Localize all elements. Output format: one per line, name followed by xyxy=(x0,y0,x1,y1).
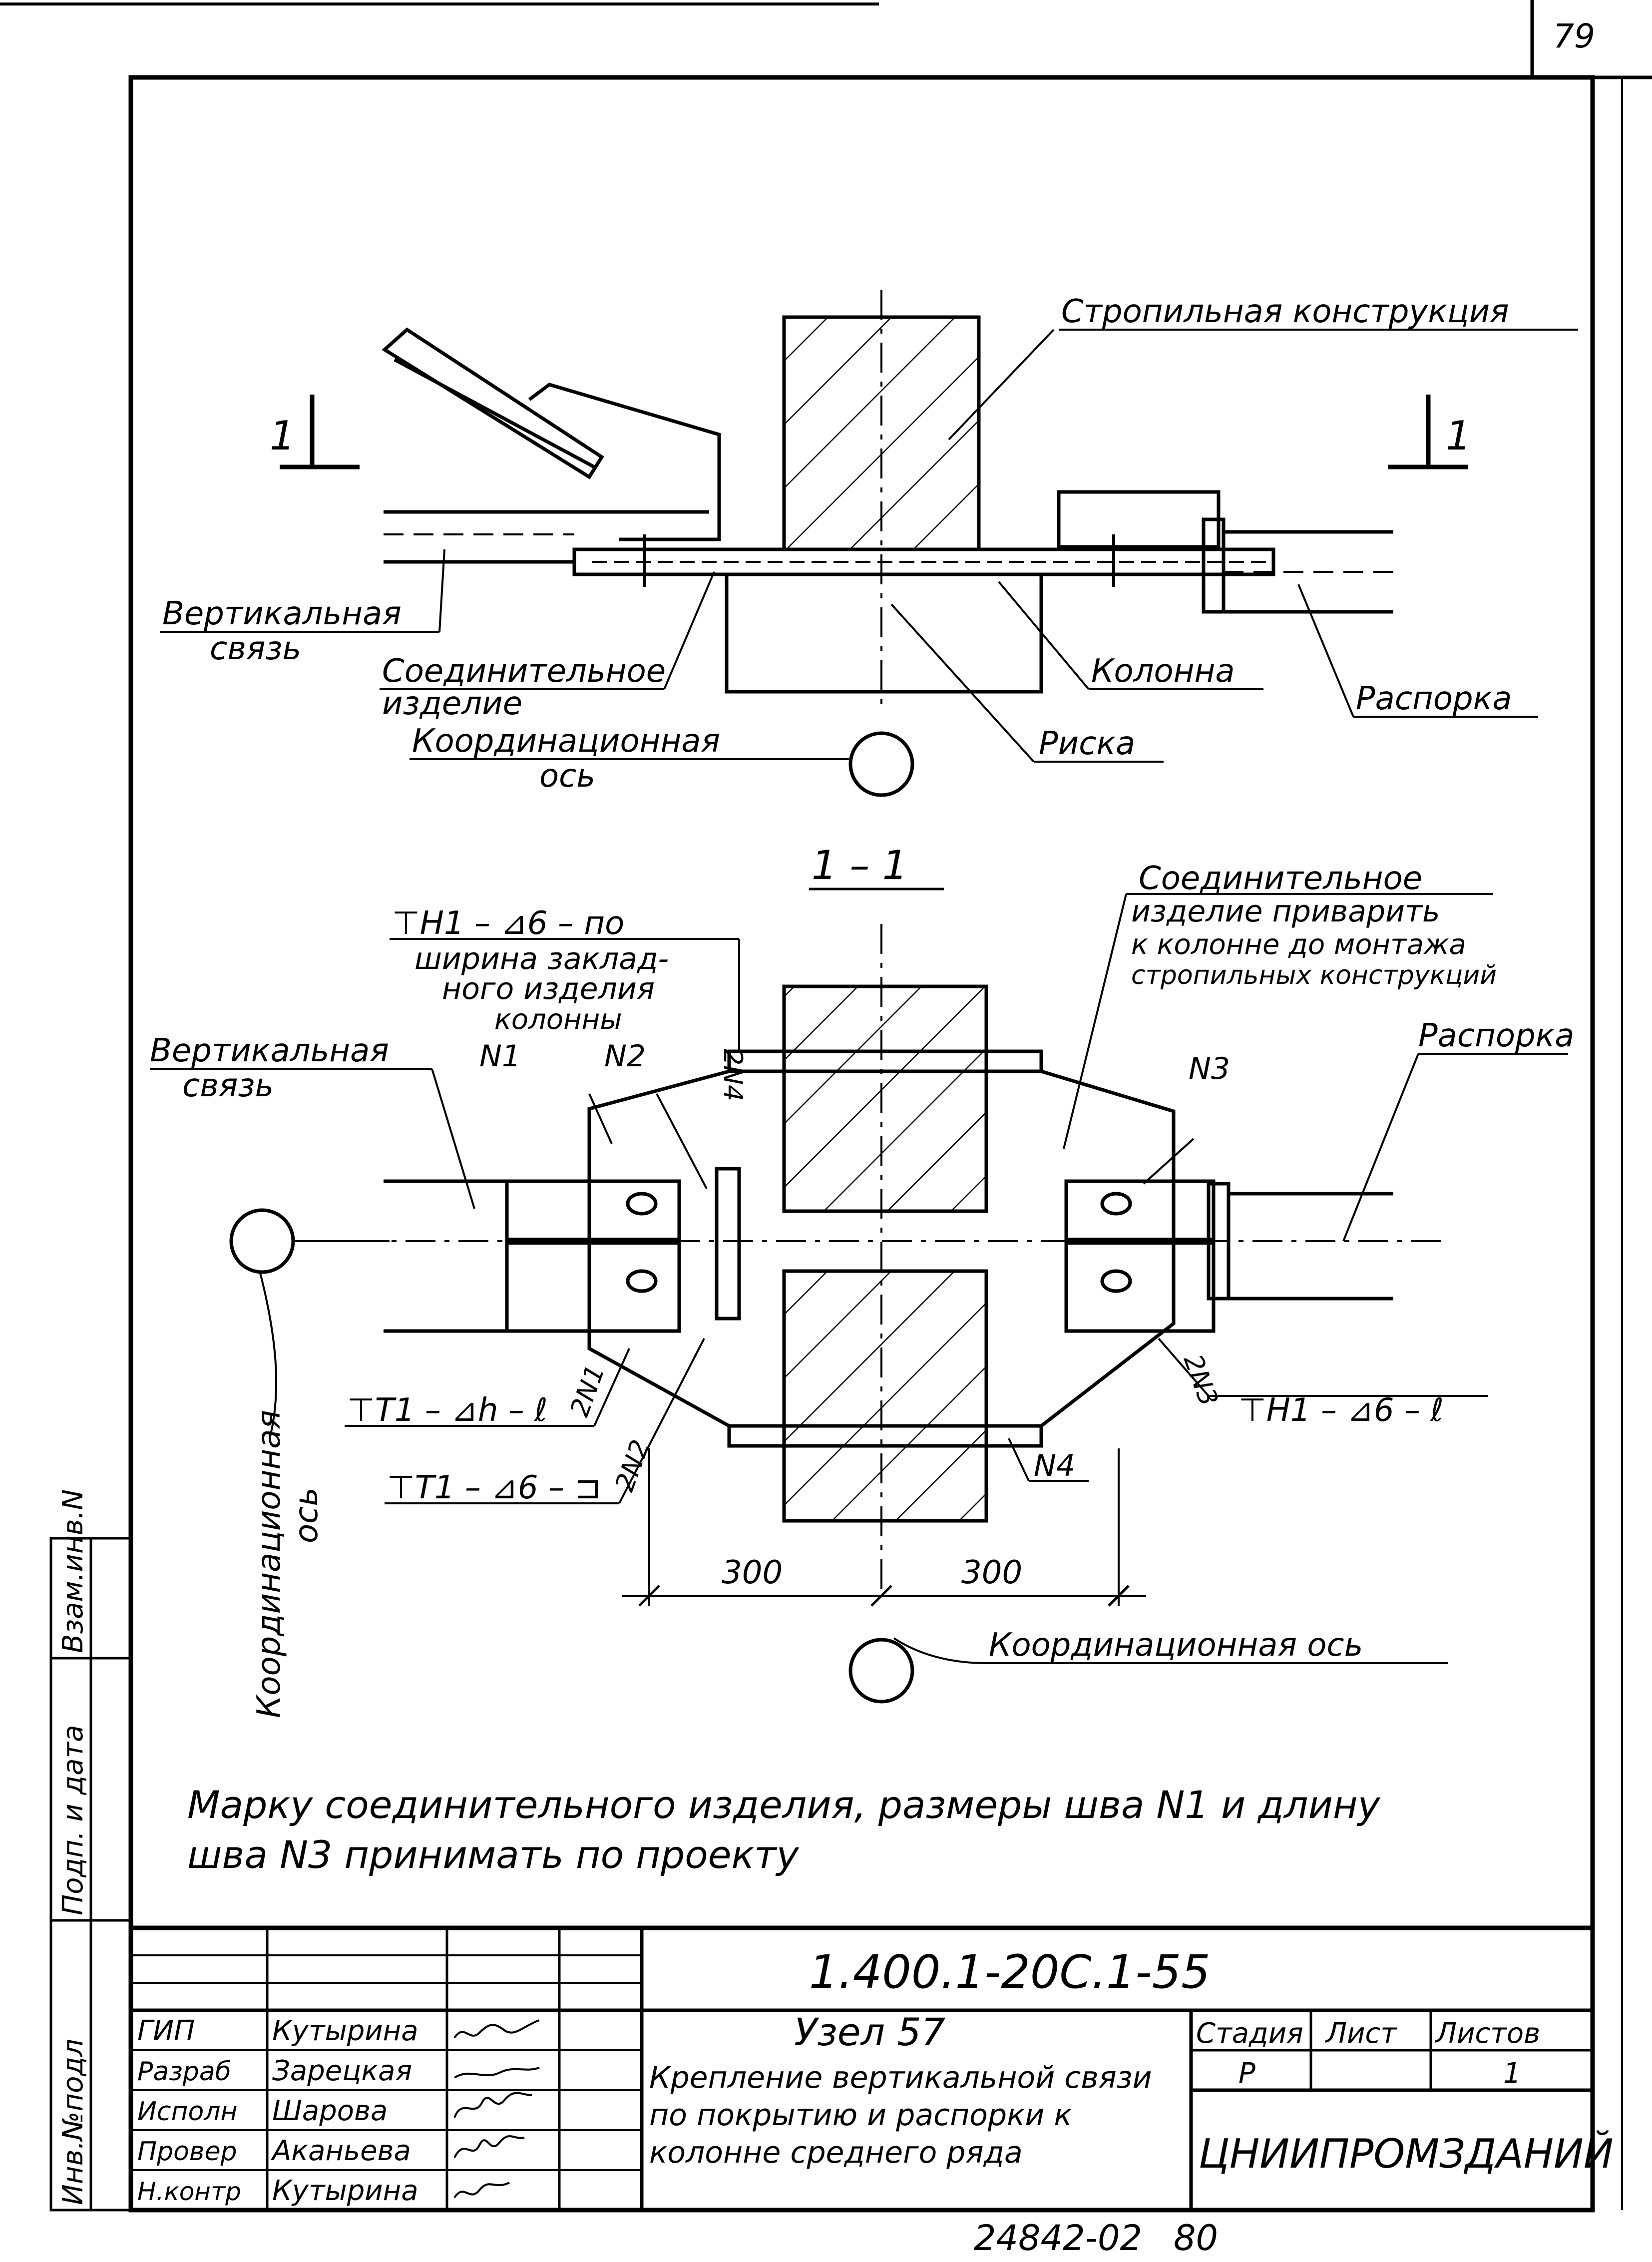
weld-left-1: ⊤Т1 – ⊿h – ℓ xyxy=(347,1392,548,1429)
weld-top-2: ширина заклад- xyxy=(414,941,669,976)
archive-page: 80 xyxy=(1174,2218,1218,2259)
section-mark-right: 1 xyxy=(1446,413,1471,459)
note-connector-3: к колонне до монтажа xyxy=(1131,928,1466,961)
weld-n1: N1 xyxy=(479,1039,521,1074)
name-2: Зарецкая xyxy=(272,2055,412,2087)
label-strut-top: Распорка xyxy=(1356,680,1512,717)
weld-top-4: колонны xyxy=(494,1003,622,1036)
name-4: Аканьева xyxy=(271,2135,411,2167)
title-block xyxy=(131,1925,1593,2210)
role-1: ГИП xyxy=(137,2015,195,2047)
label-brace-top-2: связь xyxy=(210,630,301,667)
label-axis-top-2: ось xyxy=(539,758,595,795)
organization: ЦНИИПРОМЗДАНИЙ xyxy=(1199,2130,1614,2177)
label-strut-section: Распорка xyxy=(1418,1017,1575,1054)
weld-2n1: 2N1 xyxy=(565,1361,611,1420)
label-column-top: Колонна xyxy=(1091,653,1235,690)
weld-right: ⊤Н1 – ⊿6 – ℓ xyxy=(1239,1392,1444,1429)
weld-left-2: ⊤Т1 – ⊿6 – ⊐ xyxy=(387,1469,601,1506)
weld-2n3: 2N3 xyxy=(1178,1351,1224,1410)
role-3: Исполн xyxy=(137,2097,238,2127)
label-axis-bottom: Координационная ось xyxy=(989,1627,1363,1664)
weld-n3: N3 xyxy=(1189,1051,1230,1086)
role-4: Провер xyxy=(137,2137,237,2167)
weld-top-3: ного изделия xyxy=(442,971,655,1006)
label-axis-vertical-1: Координационная xyxy=(251,1410,288,1718)
name-3: Шарова xyxy=(272,2095,388,2127)
signatures xyxy=(453,2019,540,2199)
header-sheet: Лист xyxy=(1325,2017,1397,2050)
sheets-value: 1 xyxy=(1503,2057,1521,2090)
node-title: Узел 57 xyxy=(794,2010,945,2054)
dim-left: 300 xyxy=(722,1554,783,1591)
description-line-3: колонне среднего ряда xyxy=(649,2135,1023,2170)
doc-code: 1.400.1-20С.1-55 xyxy=(809,1945,1211,1999)
weld-n4: N4 xyxy=(1034,1448,1075,1483)
page-number: 79 xyxy=(1553,17,1595,55)
label-mark-top: Риска xyxy=(1039,725,1135,762)
note-line-1: Марку соединительного изделия, размеры ш… xyxy=(187,1783,1381,1827)
role-5: Н.контр xyxy=(137,2177,241,2206)
label-connector-top-2: изделие xyxy=(382,685,522,722)
top-view-drawing xyxy=(160,290,1578,797)
label-axis-top-1: Координационная xyxy=(412,723,720,760)
label-connector-top-1: Соединительное xyxy=(382,653,666,690)
sheet-frame xyxy=(0,0,1652,2213)
description-line-2: по покрытию и распорки к xyxy=(649,2098,1072,2133)
role-2: Разраб xyxy=(137,2057,231,2087)
note-connector-1: Соединительное xyxy=(1139,860,1422,897)
side-stamp xyxy=(49,1537,132,2212)
header-stage: Стадия xyxy=(1196,2017,1303,2050)
archive-number: 24842-02 xyxy=(974,2218,1142,2259)
stamp-sign-date: Подп. и дата xyxy=(57,1725,89,1915)
header-sheets: Листов xyxy=(1435,2017,1540,2050)
section-mark-left: 1 xyxy=(270,413,295,459)
label-axis-vertical-2: ось xyxy=(288,1487,325,1543)
label-brace-section-2: связь xyxy=(182,1067,274,1104)
note-connector-2: изделие приварить xyxy=(1131,894,1440,929)
label-rafter-top: Стропильная конструкция xyxy=(1061,293,1509,330)
weld-2n4: 2N4 xyxy=(718,1049,748,1101)
section-title: 1 – 1 xyxy=(812,842,908,889)
stamp-replace-inv: Взам.инв.N xyxy=(57,1489,89,1653)
name-1: Кутырина xyxy=(272,2015,418,2047)
section-drawing xyxy=(150,893,1568,1704)
label-brace-section-1: Вертикальная xyxy=(150,1032,389,1069)
stage-value: Р xyxy=(1239,2057,1255,2090)
name-5: Кутырина xyxy=(272,2175,418,2207)
description-line-1: Крепление вертикальной связи xyxy=(649,2060,1152,2095)
dim-right: 300 xyxy=(961,1554,1022,1591)
note-connector-4: стропильных конструкций xyxy=(1131,960,1497,990)
stamp-inv-number: Инв.№подл xyxy=(57,2039,89,2205)
weld-top-1: ⊤Н1 – ⊿6 – по xyxy=(392,905,624,942)
weld-n2: N2 xyxy=(604,1039,646,1074)
label-brace-top-1: Вертикальная xyxy=(162,595,402,632)
note-line-2: шва N3 принимать по проекту xyxy=(187,1832,800,1877)
